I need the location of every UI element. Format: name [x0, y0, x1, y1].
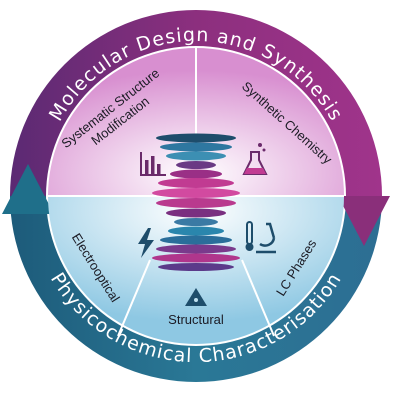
sector-bottom-center-label: Structural: [168, 312, 224, 327]
flask-icon: [242, 143, 268, 175]
lightning-icon: [138, 228, 154, 258]
right-arrow-head: [338, 196, 390, 246]
radiation-icon: [185, 288, 207, 306]
center-disc-stack: [152, 133, 240, 271]
outer-ring-bottom: [10, 196, 382, 382]
thermometer-microscope-icon: [245, 221, 276, 254]
divider-bottom-left: [117, 259, 151, 337]
outer-ring-top: [10, 10, 382, 196]
left-arrow-head: [2, 164, 54, 214]
divider-bottom-right: [241, 259, 275, 337]
bar-chart-icon: [140, 152, 166, 176]
